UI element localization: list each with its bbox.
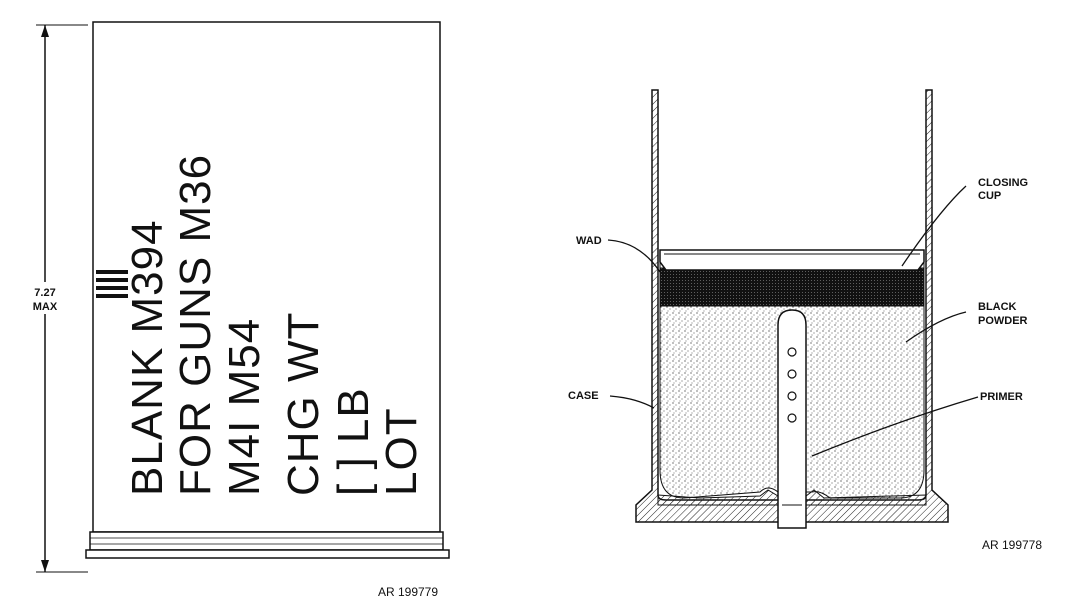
- right-figure-id: AR 199778: [982, 538, 1042, 552]
- closing-cup: [659, 249, 925, 271]
- dimension-value: 7.27: [34, 287, 55, 299]
- marking-line-4: CHG WT: [279, 312, 328, 496]
- height-dimension: [26, 24, 88, 573]
- label-primer: PRIMER: [980, 391, 1023, 403]
- label-black-powder-line1: BLACK: [978, 301, 1017, 313]
- marking-line-1: BLANK M394: [123, 219, 172, 496]
- label-closing-cup-line2: CUP: [978, 190, 1001, 202]
- partial-stencil-marks: [96, 270, 128, 298]
- marking-line-5: [ ] LB: [329, 387, 378, 496]
- label-black-powder-line2: POWDER: [978, 315, 1028, 327]
- label-wad: WAD: [576, 235, 602, 247]
- label-closing-cup-line1: CLOSING: [978, 177, 1028, 189]
- marking-line-2: FOR GUNS M36: [171, 154, 220, 496]
- case-body: [92, 21, 441, 533]
- label-case: CASE: [568, 390, 599, 402]
- leader-lines: [607, 185, 979, 457]
- primer-vent-holes: [787, 347, 797, 423]
- wad: [659, 267, 925, 307]
- case-markings: BLANK M394 FOR GUNS M36 M4I M54 CHG WT […: [123, 154, 426, 496]
- cartridge-section-view: WAD CLOSING CUP BLACK POWDER CASE PRIMER…: [568, 89, 1042, 552]
- left-figure-id: AR 199779: [378, 585, 438, 599]
- dimension-unit: MAX: [33, 301, 58, 313]
- case-base-rim: [85, 531, 450, 559]
- marking-line-6: LOT: [377, 407, 426, 496]
- cartridge-side-view: 7.27 MAX BLANK M394 FOR GUNS M36 M4I M54…: [26, 21, 450, 599]
- marking-line-3: M4I M54: [220, 318, 269, 496]
